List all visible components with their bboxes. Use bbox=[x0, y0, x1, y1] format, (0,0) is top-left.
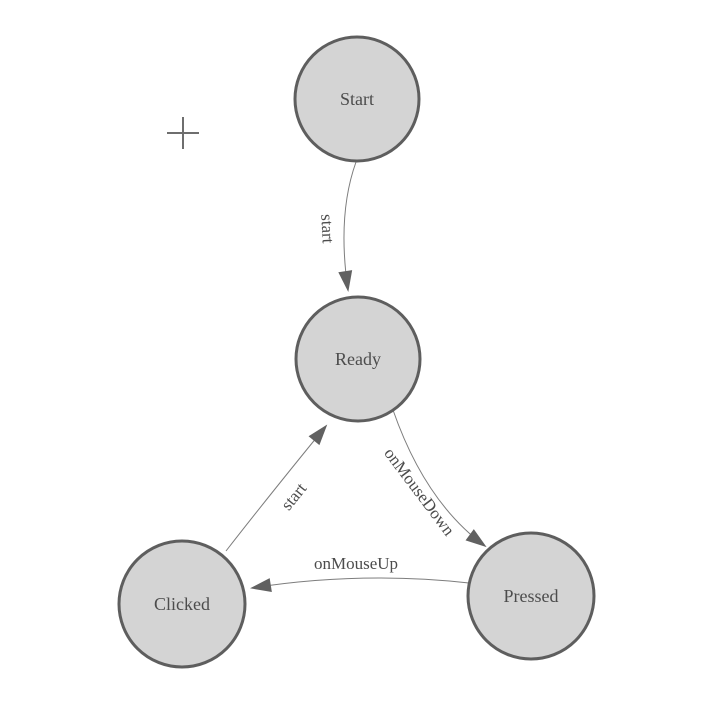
edge-label-start-2: start bbox=[277, 479, 310, 514]
edge-clicked-to-ready: start bbox=[225, 424, 328, 552]
node-start-label: Start bbox=[340, 89, 374, 109]
edge-ready-to-pressed-path[interactable] bbox=[392, 409, 487, 548]
edge-ready-to-pressed: onMouseDown bbox=[380, 409, 487, 548]
node-clicked-label: Clicked bbox=[154, 594, 210, 614]
node-start: Start bbox=[293, 35, 421, 163]
edge-pressed-to-clicked-path[interactable] bbox=[250, 577, 470, 592]
edge-label-onmousedown: onMouseDown bbox=[380, 444, 459, 540]
node-clicked-circle[interactable] bbox=[117, 539, 247, 669]
node-pressed-label: Pressed bbox=[504, 586, 559, 606]
edge-clicked-to-ready-path[interactable] bbox=[225, 424, 328, 552]
node-start-circle[interactable] bbox=[293, 35, 421, 163]
node-clicked: Clicked bbox=[117, 539, 247, 669]
edge-start-to-ready: start bbox=[317, 161, 357, 292]
node-pressed-circle[interactable] bbox=[466, 531, 596, 661]
node-ready-circle[interactable] bbox=[294, 295, 422, 423]
edge-pressed-to-clicked: onMouseUp bbox=[250, 554, 470, 592]
edge-label-start-1: start bbox=[317, 214, 338, 244]
edge-label-onmouseup: onMouseUp bbox=[314, 554, 398, 573]
node-pressed: Pressed bbox=[466, 531, 596, 661]
node-ready: Ready bbox=[294, 295, 422, 423]
edge-start-to-ready-path[interactable] bbox=[338, 161, 357, 292]
crosshair-cursor bbox=[167, 117, 199, 149]
node-ready-label: Ready bbox=[335, 349, 381, 369]
